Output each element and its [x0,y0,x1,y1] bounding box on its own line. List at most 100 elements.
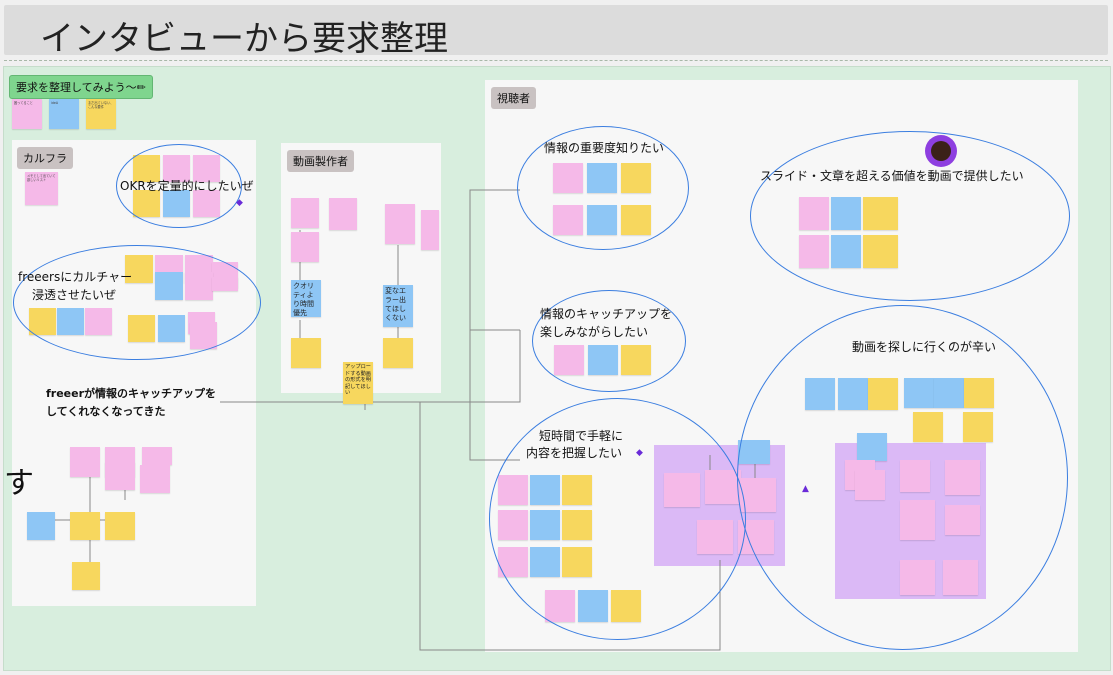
divider [4,60,1108,61]
sticky-note[interactable] [904,378,934,408]
sticky-note[interactable] [291,232,319,262]
sticky-note[interactable] [383,338,413,368]
sticky-note[interactable] [70,512,100,540]
sticky-note[interactable] [421,210,439,250]
sticky-note[interactable] [125,255,153,283]
sticky-note[interactable] [799,235,829,268]
sticky-note[interactable] [140,465,170,493]
sticky-note[interactable] [105,462,135,490]
sticky-note[interactable] [155,272,183,300]
legend-note-pink-text: 困ってること [14,101,33,105]
sticky-note[interactable] [185,272,213,300]
annotation-importance: 情報の重要度知りたい [544,141,665,155]
sticky-note[interactable] [57,308,84,335]
sticky-note[interactable] [900,560,935,595]
sticky-note[interactable] [945,505,980,535]
sticky-note[interactable] [562,475,592,505]
sticky-note-blue[interactable]: クオリティより時間優先 [291,280,321,317]
sticky-note[interactable] [158,315,185,342]
sticky-note[interactable] [588,345,618,375]
sticky-note[interactable] [945,460,980,495]
sticky-note[interactable] [70,447,100,477]
sticky-note[interactable] [562,510,592,540]
sticky-note[interactable] [385,204,415,244]
sticky-note[interactable] [530,510,560,540]
sticky-note[interactable] [587,163,617,193]
frame-label-video-maker[interactable]: 動画製作者 [287,150,354,172]
sticky-note[interactable] [943,560,978,595]
sticky-note[interactable] [553,163,583,193]
sticky-note[interactable] [27,512,55,540]
sticky-note[interactable] [193,190,220,217]
frame-label-karufura[interactable]: カルフラ [17,147,73,169]
sticky-note[interactable] [72,562,100,590]
sticky-note[interactable] [530,547,560,577]
legend-note-yellow[interactable]: まだ出ていない、こんな要件 [86,99,116,129]
annotation-value: スライド・文章を超える価値を動画で提供したい [760,169,1024,183]
sticky-note[interactable] [863,235,898,268]
sticky-note[interactable] [705,470,741,504]
sticky-note[interactable] [85,308,112,335]
sticky-note[interactable] [831,197,861,230]
sticky-note[interactable] [29,308,56,335]
sticky-note[interactable] [498,510,528,540]
annotation-short-1: 短時間で手軽に [539,429,624,443]
legend-note-blue[interactable]: ideA [49,99,79,129]
sticky-note[interactable] [587,205,617,235]
sticky-note[interactable] [498,475,528,505]
sticky-note[interactable] [133,190,160,217]
board-label[interactable]: 要求を整理してみよう〜✏ [9,75,153,99]
sticky-note[interactable] [530,475,560,505]
sticky-note[interactable] [621,205,651,235]
sticky-note[interactable] [163,155,190,182]
sticky-note[interactable] [212,277,238,291]
sticky-note[interactable] [855,470,885,500]
annotation-fun-2: 楽しみながらしたい [540,325,649,339]
sticky-note[interactable] [128,315,155,342]
sticky-note[interactable] [554,345,584,375]
sticky-note[interactable]: メモとして出ていて欲しいリスト [25,172,58,205]
cursor-icon: ◆ [636,448,643,458]
sticky-note[interactable] [133,155,160,182]
sticky-note[interactable] [697,520,733,554]
sticky-note[interactable] [863,197,898,230]
sticky-note[interactable] [621,345,651,375]
sticky-note[interactable] [913,412,943,442]
sticky-note[interactable] [738,520,774,554]
sticky-note[interactable] [805,378,835,410]
sticky-note[interactable] [329,198,357,230]
sticky-note[interactable] [868,378,898,410]
sticky-note[interactable] [291,198,319,228]
sticky-note-blue[interactable]: 変なエラー出てほしくない [383,285,413,327]
sticky-note[interactable] [291,338,321,368]
sticky-note[interactable] [621,163,651,193]
sticky-note[interactable] [553,205,583,235]
sticky-note[interactable] [740,478,776,512]
legend-note-pink[interactable]: 困ってること [12,99,42,129]
sticky-note[interactable] [934,378,964,408]
sticky-note[interactable] [900,460,930,492]
sticky-note[interactable] [857,433,887,461]
sticky-note[interactable] [964,378,994,408]
sticky-note[interactable] [831,235,861,268]
sticky-note[interactable] [193,155,220,182]
sticky-note[interactable] [838,378,868,410]
sticky-note[interactable] [738,440,770,464]
frame-label-viewer[interactable]: 視聴者 [491,87,536,109]
sticky-note[interactable] [799,197,829,230]
sticky-note[interactable] [142,447,172,465]
annotation-catchup-2: してくれなくなってきた [46,405,166,418]
sticky-note[interactable] [562,547,592,577]
sticky-note[interactable] [963,412,993,442]
sticky-note[interactable] [664,473,700,507]
sticky-note[interactable] [900,500,935,540]
sticky-note[interactable] [190,322,217,349]
sticky-note[interactable] [498,547,528,577]
sticky-note[interactable] [611,590,641,622]
user-avatar[interactable] [925,135,957,167]
sticky-note-yellow[interactable]: アップロードする動画の形式を明記してほしい [343,362,373,404]
sticky-note[interactable] [545,590,575,622]
sticky-note[interactable] [105,512,135,540]
sticky-note[interactable] [578,590,608,622]
sticky-note[interactable] [163,190,190,217]
